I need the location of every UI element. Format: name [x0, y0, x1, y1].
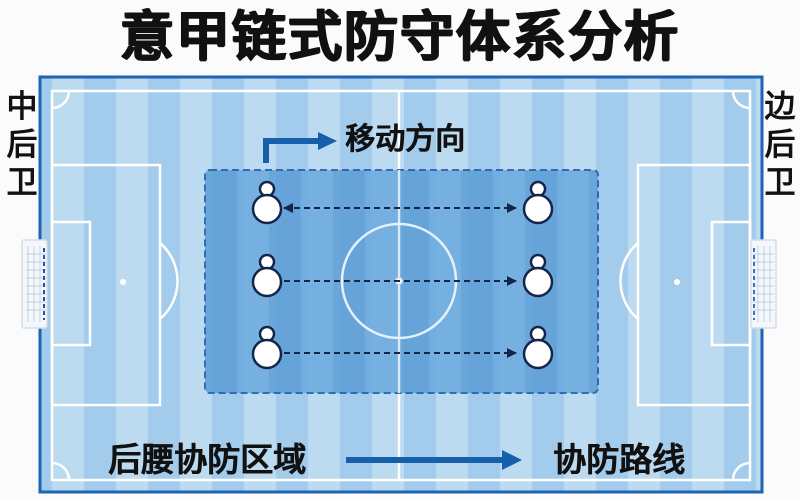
- player-right-3-icon: [522, 325, 554, 370]
- center-back-label: 中 后 卫: [2, 88, 42, 202]
- full-back-label-char: 边: [764, 89, 796, 125]
- player-right-1-icon: [522, 180, 554, 225]
- player-movement-lines: [283, 203, 517, 358]
- movement-direction-arrow-icon: [263, 132, 337, 163]
- player-left-2-icon: [251, 253, 283, 298]
- pitch-markings: [50, 89, 752, 482]
- right-goal: [750, 239, 777, 329]
- full-back-label-char: 后: [764, 127, 796, 163]
- cover-route-arrow-icon: [346, 450, 522, 470]
- left-penalty-spot: [120, 279, 126, 285]
- player-left-1-icon: [251, 180, 283, 225]
- left-goal: [21, 239, 48, 329]
- cdm-cover-zone-label: 后腰协防区域: [108, 440, 306, 479]
- full-back-label: 边 后 卫: [760, 88, 800, 202]
- diagram-title: 意甲链式防守体系分析: [120, 5, 680, 68]
- center-back-label-char: 后: [6, 127, 38, 163]
- right-penalty-spot: [674, 279, 680, 285]
- full-back-label-char: 卫: [764, 165, 796, 201]
- player-right-2-icon: [522, 253, 554, 298]
- movement-direction-label: 移动方向: [345, 122, 465, 157]
- center-back-label-char: 卫: [6, 165, 38, 201]
- player-left-3-icon: [251, 325, 283, 370]
- cover-route-label: 协防路线: [553, 440, 685, 479]
- center-back-label-char: 中: [6, 89, 38, 125]
